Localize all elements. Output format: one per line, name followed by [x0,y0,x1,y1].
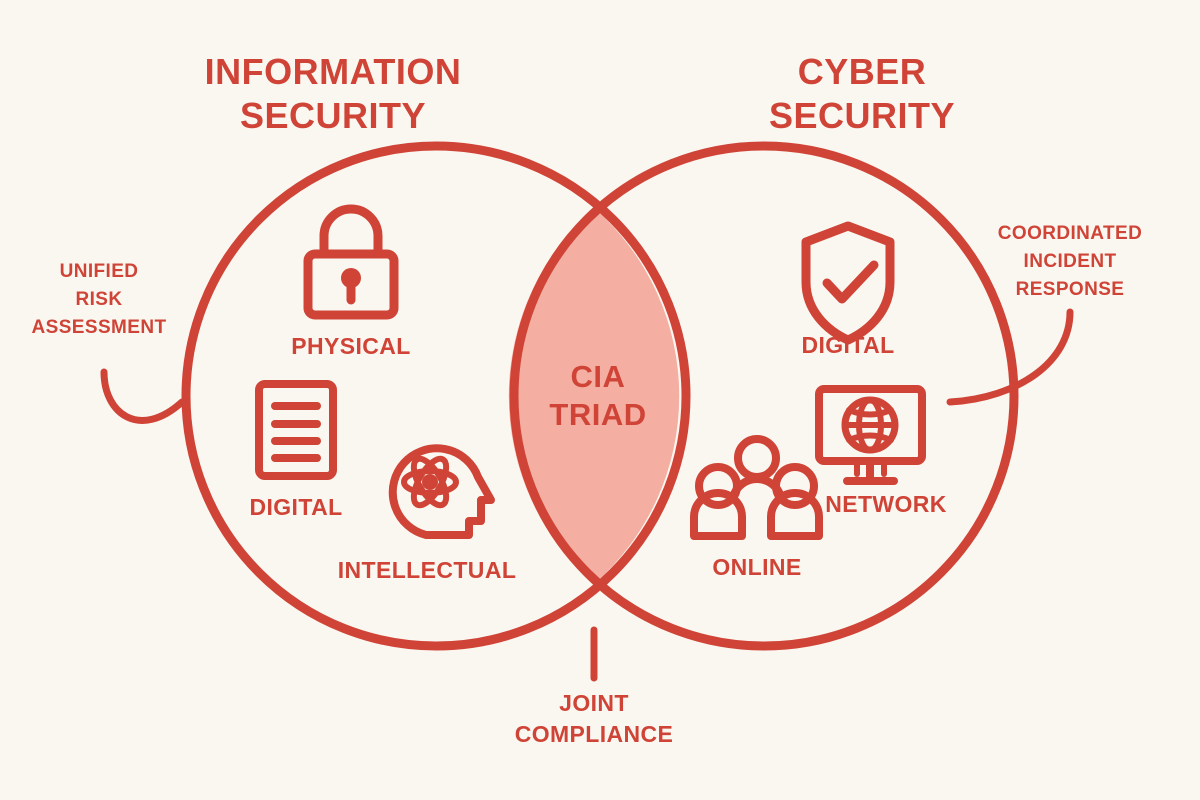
right-title: CYBER SECURITY [769,51,955,136]
monitor-globe-icon [815,385,926,485]
item-network[interactable]: NETWORK [815,385,947,517]
document-icon [255,380,337,480]
center-label-line1: CIA [571,359,626,394]
annotation-left-line2: RISK [76,289,123,310]
annotation-right-line3: RESPONSE [1016,279,1125,300]
right-title-line2: SECURITY [769,95,955,136]
leader-line-left [100,368,186,424]
item-digital-information[interactable]: DIGITAL [249,380,342,520]
left-title: INFORMATION SECURITY [205,51,462,136]
leader-line-right [946,308,1074,406]
item-digital-cyber[interactable]: DIGITAL [801,221,895,358]
head-atom-icon [388,444,495,539]
right-circle-cyber-security[interactable] [509,141,1019,651]
annotation-bottom-line2: COMPLIANCE [515,721,674,747]
people-group-icon [690,435,823,540]
annotation-bottom-line1: JOINT [559,690,629,716]
item-digital-cyber-label: DIGITAL [801,332,894,358]
lens-shape [508,208,680,584]
center-label-cia-triad: CIA TRIAD [549,359,646,432]
annotation-right-line2: INCIDENT [1024,251,1117,272]
item-digital-information-label: DIGITAL [249,494,342,520]
annotation-left-line1: UNIFIED [60,261,139,282]
annotation-bottom-joint-compliance: JOINT COMPLIANCE [515,690,674,747]
annotation-right-line1: COORDINATED [998,223,1142,244]
item-network-label: NETWORK [825,491,947,517]
annotation-left-unified-risk-assessment: UNIFIED RISK ASSESSMENT [32,261,167,338]
left-circle-information-security[interactable] [181,141,691,651]
overlap-lens [508,208,680,584]
left-title-line1: INFORMATION [205,51,462,92]
center-label-line2: TRIAD [549,397,646,432]
padlock-icon [303,204,399,320]
annotation-right-coordinated-incident-response: COORDINATED INCIDENT RESPONSE [998,223,1142,300]
item-online[interactable]: ONLINE [690,435,823,580]
right-title-line1: CYBER [798,51,927,92]
annotation-left-line3: ASSESSMENT [32,317,167,338]
shield-check-icon [801,221,895,345]
item-intellectual[interactable]: INTELLECTUAL [338,444,517,583]
item-intellectual-label: INTELLECTUAL [338,557,517,583]
item-online-label: ONLINE [712,554,801,580]
item-physical[interactable]: PHYSICAL [291,204,411,359]
left-title-line2: SECURITY [240,95,426,136]
item-physical-label: PHYSICAL [291,333,411,359]
